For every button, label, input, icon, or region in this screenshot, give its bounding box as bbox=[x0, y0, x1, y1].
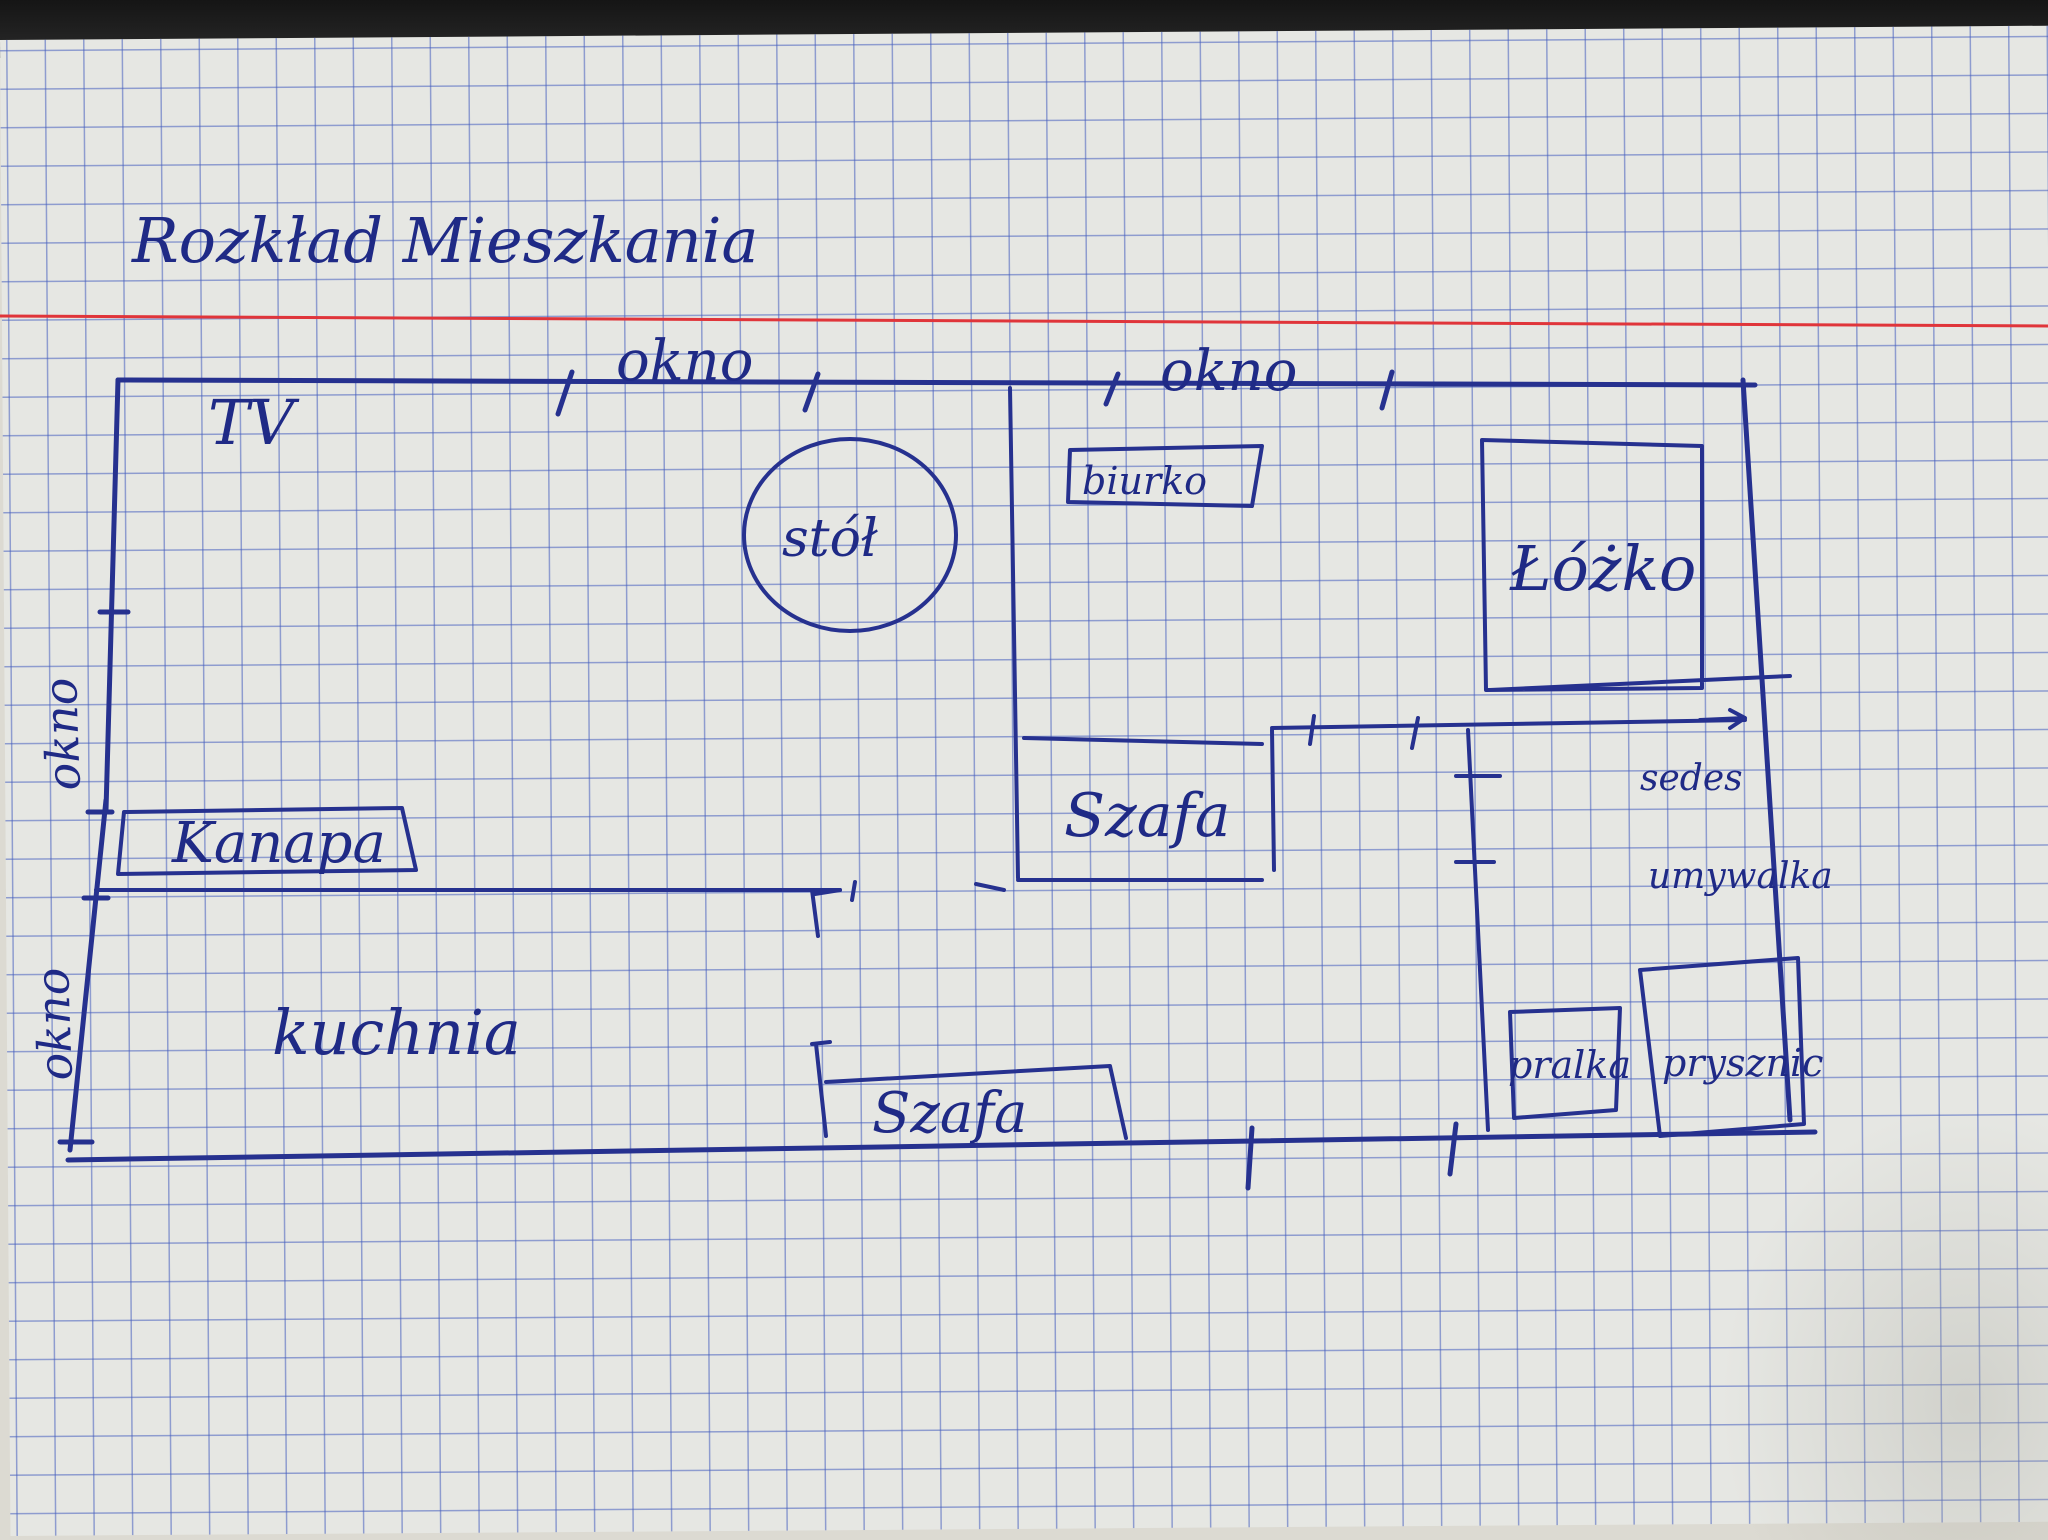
bed-shape bbox=[1480, 438, 1792, 692]
label-window-top-left: okno bbox=[616, 329, 753, 394]
desk-shape bbox=[1066, 444, 1264, 508]
label-wardrobe-bedroom: Szafa bbox=[1064, 781, 1230, 851]
label-desk: biurko bbox=[1082, 459, 1207, 503]
label-window-left-upper: okno bbox=[33, 677, 91, 792]
label-shower: prysznic bbox=[1662, 1041, 1823, 1085]
label-table: stół bbox=[782, 509, 878, 569]
door-hall bbox=[974, 882, 1006, 892]
label-washer: pralka bbox=[1508, 1043, 1631, 1087]
hall-arrow bbox=[1698, 708, 1747, 730]
label-window-top-right: okno bbox=[1160, 339, 1297, 404]
wall-left bbox=[67, 377, 121, 1153]
label-bed: Łóżko bbox=[1509, 532, 1696, 605]
label-kitchen: kuchnia bbox=[272, 996, 521, 1069]
page-title: Rozkład Mieszkania bbox=[131, 204, 758, 277]
wardrobe-kitchen-shape bbox=[824, 1064, 1128, 1140]
door-kitchen bbox=[810, 880, 857, 938]
paper-shadow bbox=[1700, 1080, 2048, 1540]
label-sink: umywalka bbox=[1648, 856, 1833, 897]
label-sofa: Kanapa bbox=[171, 811, 386, 876]
washer-shape bbox=[1508, 1006, 1622, 1120]
label-wardrobe-kitchen: Szafa bbox=[872, 1081, 1027, 1146]
wall-hall-top bbox=[1270, 718, 1747, 730]
door-ticks-bath bbox=[1454, 774, 1502, 864]
wall-bottom bbox=[65, 1129, 1818, 1163]
window-ticks bbox=[57, 369, 1459, 1191]
interior-walls bbox=[94, 386, 1747, 1138]
label-window-left-lower: okno bbox=[25, 967, 83, 1082]
wall-wardrobe-right bbox=[1270, 728, 1276, 872]
furniture bbox=[116, 437, 1806, 1140]
sofa-shape bbox=[116, 806, 418, 876]
table-shape bbox=[742, 437, 958, 633]
shower-shape bbox=[1638, 956, 1806, 1138]
door-ticks-hall bbox=[1308, 714, 1420, 750]
label-tv: TV bbox=[208, 386, 300, 459]
door-kitchen-bottom bbox=[810, 1040, 832, 1138]
outer-walls bbox=[65, 377, 1818, 1163]
label-toilet: sedes bbox=[1640, 758, 1743, 799]
wall-top bbox=[115, 377, 1758, 388]
wall-bedroom-left bbox=[1008, 386, 1020, 880]
wardrobe-bedroom-shape bbox=[1022, 736, 1264, 746]
margin-line bbox=[0, 314, 2048, 328]
wall-right bbox=[1740, 377, 1793, 1123]
wall-bathroom-left bbox=[1466, 728, 1490, 1132]
